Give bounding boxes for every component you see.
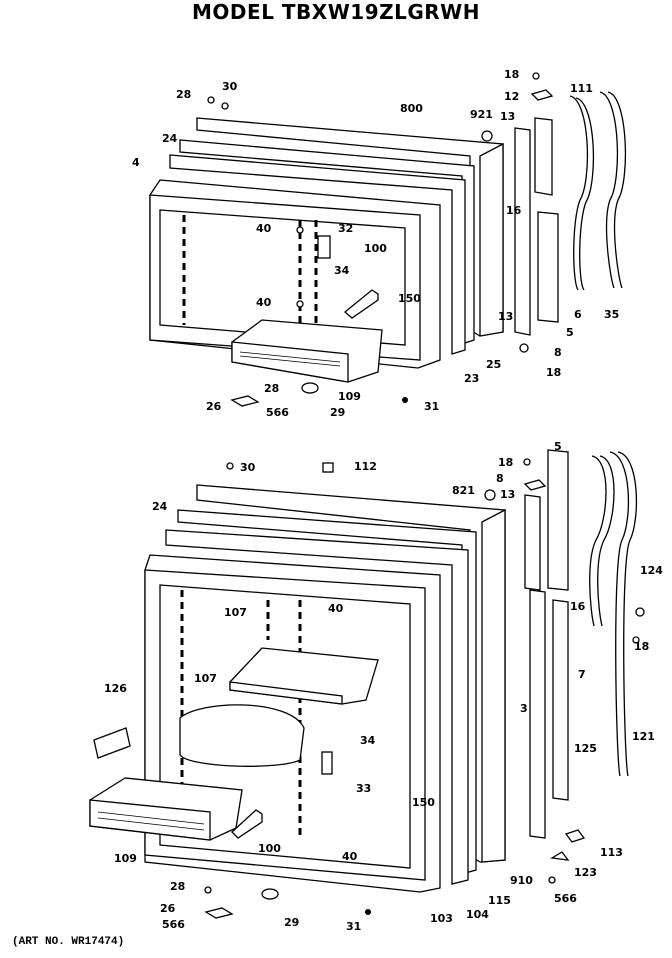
callout: 12 [504, 90, 519, 103]
handle-35 [599, 91, 619, 289]
callout: 124 [640, 564, 663, 577]
callout: 18 [546, 366, 561, 379]
callout: 31 [424, 400, 439, 413]
hinge-strip-3 [529, 589, 546, 839]
callout: 8 [554, 346, 562, 359]
fresh-food-door-assembly [89, 449, 645, 919]
shelf-support-100 [343, 289, 379, 319]
callout: 26 [206, 400, 222, 413]
callout: 40 [328, 602, 344, 615]
callout: 35 [604, 308, 619, 321]
callout: 18 [498, 456, 513, 469]
callout: 921 [470, 108, 493, 121]
callout: 24 [162, 132, 178, 145]
callout: 40 [342, 850, 358, 863]
hinge-strip-13 [514, 127, 531, 336]
art-number: (ART NO. WR17474) [12, 936, 125, 948]
callout: 18 [504, 68, 519, 81]
callout: 28 [264, 382, 279, 395]
callout: 23 [464, 372, 479, 385]
door-bin-front [231, 341, 349, 383]
callout: 40 [256, 222, 272, 235]
callout: 7 [578, 668, 586, 681]
callout: 107 [224, 606, 247, 619]
bottom-door-callouts: 30 112 18 821 8 13 5 24 40 107 16 124 18… [104, 440, 663, 933]
bracket-32 [317, 235, 331, 259]
shelf-support-100 [231, 809, 263, 839]
handle-7 [589, 455, 607, 627]
callout: 40 [256, 296, 272, 309]
callout: 112 [354, 460, 377, 473]
hinge-strip-13 [524, 494, 541, 591]
callout: 13 [500, 488, 515, 501]
callout: 18 [634, 640, 649, 653]
callout: 6 [574, 308, 582, 321]
callout: 31 [346, 920, 361, 933]
callout: 121 [632, 730, 655, 743]
callout: 4 [132, 156, 140, 169]
callout: 103 [430, 912, 453, 925]
callout: 30 [222, 80, 238, 93]
bracket-33 [321, 751, 333, 775]
callout: 29 [284, 916, 299, 929]
callout: 28 [170, 880, 185, 893]
egg-tray-126 [93, 727, 131, 759]
outer-door-side [479, 142, 504, 337]
callout: 566 [162, 918, 185, 931]
callout: 115 [488, 894, 511, 907]
callout: 30 [240, 461, 256, 474]
callout: 821 [452, 484, 475, 497]
callout: 125 [574, 742, 597, 755]
inner-door-recess [159, 209, 406, 346]
hinge-12 [534, 117, 553, 196]
callout: 150 [412, 796, 435, 809]
callout: 150 [398, 292, 421, 305]
callout: 566 [266, 406, 289, 419]
outer-door-side-910 [481, 508, 506, 863]
callout: 123 [574, 866, 597, 879]
callout: 126 [104, 682, 127, 695]
freezer-door-assembly [149, 72, 627, 407]
callout: 100 [258, 842, 281, 855]
callout: 33 [356, 782, 371, 795]
handle-121 [609, 451, 630, 777]
model-title: MODEL TBXW19ZLGRWH [192, 0, 480, 24]
callout: 104 [466, 908, 489, 921]
callout: 34 [334, 264, 350, 277]
hinge-bracket-5 [547, 449, 569, 591]
callout: 16 [570, 600, 586, 613]
hinge-bracket-5 [537, 211, 559, 323]
callout: 26 [160, 902, 176, 915]
handle-6 [569, 95, 589, 291]
callout: 910 [510, 874, 533, 887]
callout: 3 [520, 702, 528, 715]
callout: 32 [338, 222, 353, 235]
callout: 107 [194, 672, 217, 685]
callout: 8 [496, 472, 504, 485]
callout: 5 [566, 326, 574, 339]
door-liner-rim [169, 154, 466, 355]
callout: 28 [176, 88, 191, 101]
top-door-callouts: 18 111 28 30 12 800 921 13 24 4 16 40 32… [132, 68, 619, 419]
callout: 34 [360, 734, 376, 747]
door-liner-rim-104 [165, 529, 469, 885]
callout: 109 [114, 852, 137, 865]
callout: 24 [152, 500, 168, 513]
callout: 109 [338, 390, 361, 403]
callout: 113 [600, 846, 623, 859]
callout: 800 [400, 102, 423, 115]
callout: 25 [486, 358, 501, 371]
callout: 13 [498, 310, 513, 323]
trim-125 [552, 599, 569, 801]
callout: 13 [500, 110, 515, 123]
callout: 16 [506, 204, 522, 217]
callout: 111 [570, 82, 593, 95]
callout: 29 [330, 406, 345, 419]
dairy-door-107 [179, 704, 305, 767]
callout: 100 [364, 242, 387, 255]
callout: 5 [554, 440, 562, 453]
callout: 566 [554, 892, 577, 905]
